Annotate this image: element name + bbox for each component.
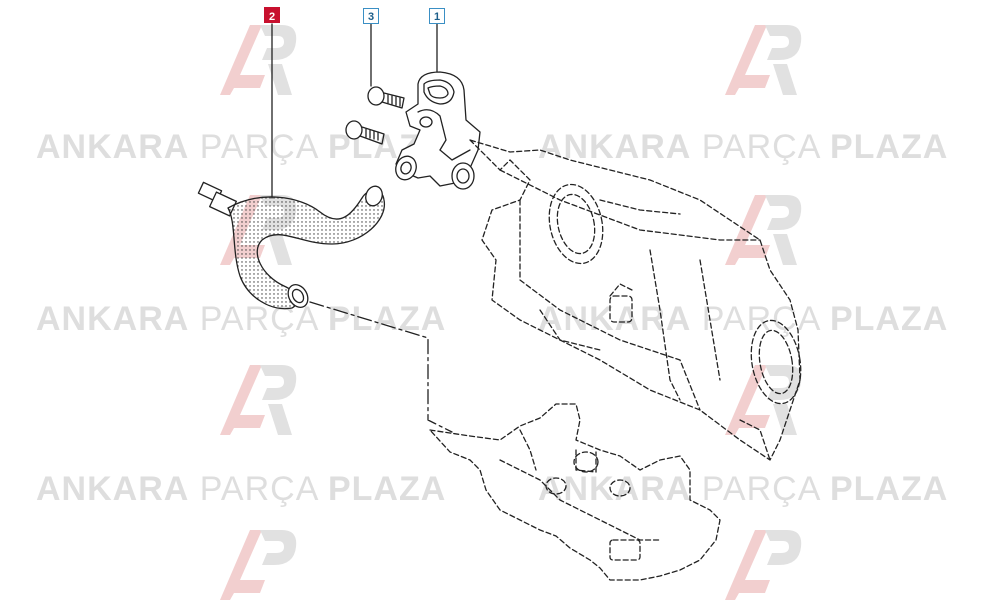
ap-logo-icon (220, 365, 297, 435)
ap-logo-icon (220, 25, 297, 95)
callout-part-3[interactable]: 3 (363, 8, 379, 24)
callout-part-1[interactable]: 1 (429, 8, 445, 24)
bolt-lower (345, 120, 385, 145)
watermark-text: ANKARA PARÇA PLAZA (538, 300, 949, 338)
thermostat-housing (395, 71, 481, 190)
engine-block-outline (469, 139, 802, 461)
callout-part-2[interactable]: 2 (264, 7, 280, 23)
watermark-text: ANKARA PARÇA PLAZA (538, 128, 949, 166)
ap-logo-icon (725, 25, 802, 95)
ap-logo-icon (725, 195, 802, 265)
coolant-hose (197, 181, 385, 310)
bolt-upper (367, 86, 405, 109)
watermark-text: ANKARA PARÇA PLAZA (36, 470, 447, 508)
water-pump-outline (429, 403, 721, 581)
connection-line (309, 301, 453, 433)
ap-logo-icon (725, 365, 802, 435)
ap-logo-icon (220, 530, 297, 600)
ap-logo-icon (725, 530, 802, 600)
